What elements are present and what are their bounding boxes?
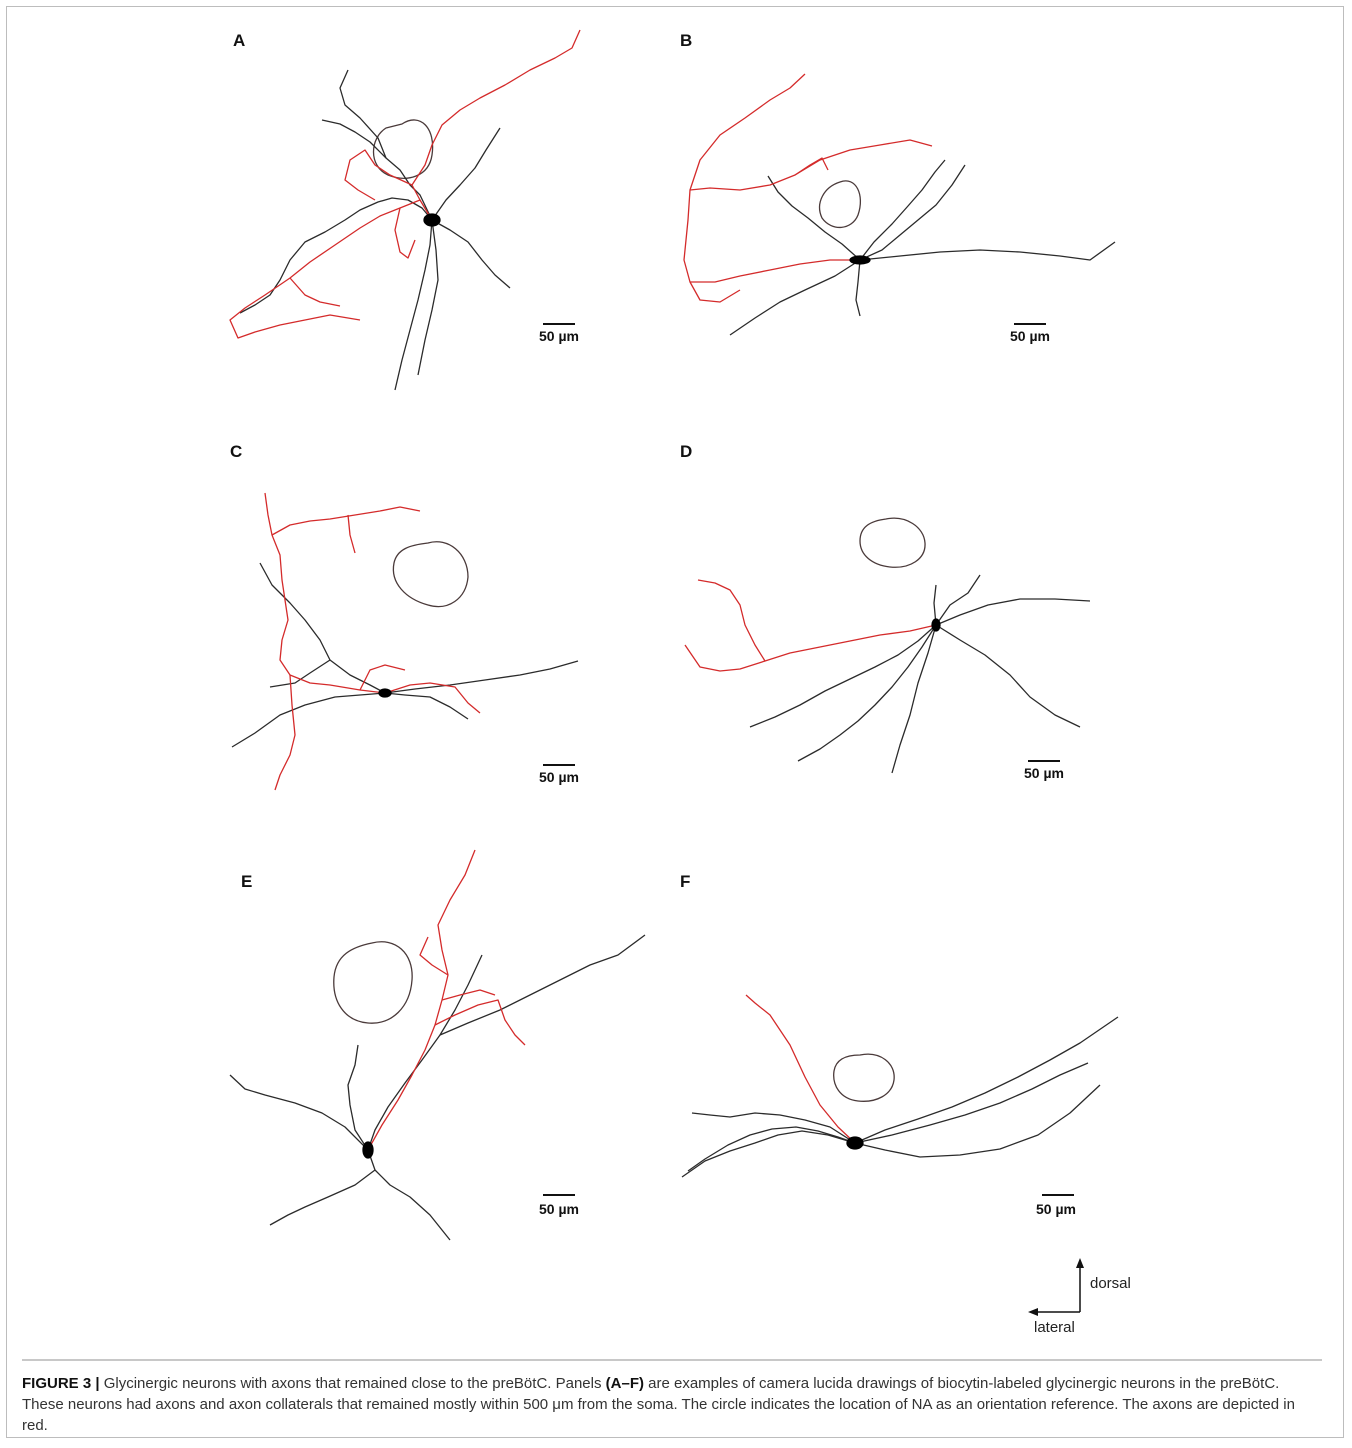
dendrite [270,1170,375,1225]
dendrite [368,1150,450,1240]
dendrite [440,935,645,1035]
dendrite [385,693,468,719]
na-circle [820,181,861,228]
dendrite [730,260,860,335]
panel-d: D 50 µm [660,435,1180,835]
na-circle [393,542,468,607]
axon [230,200,420,338]
orientation-compass: dorsal lateral [1022,1258,1152,1338]
axon [690,282,740,302]
axon [412,30,580,220]
axon [685,645,765,671]
na-circle [334,942,412,1023]
scale-label: 50 µm [1024,765,1064,781]
dendrite [892,625,936,773]
axon [684,74,860,282]
scale-label: 50 µm [1036,1201,1076,1217]
neuron-drawing-c [210,435,730,835]
neuron-drawing-e [210,845,730,1245]
neuron-drawing-d [660,435,1180,835]
axon [348,515,355,553]
dendrite [682,1131,855,1177]
lateral-label: lateral [1034,1319,1075,1336]
dendrite [230,1075,368,1150]
dendrite [860,160,945,260]
na-circle [834,1054,894,1101]
dendrite [232,693,385,747]
scale-bar [1014,323,1046,325]
scale-label: 50 µm [539,769,579,785]
dendrite [856,260,860,316]
axon [272,507,420,535]
arrow-up-icon [1076,1258,1084,1268]
dendrite [418,220,438,375]
panels-reference: (A–F) [606,1375,644,1392]
scale-bar [543,764,575,766]
scale-label: 50 µm [539,1201,579,1217]
axon [368,850,475,1150]
soma [379,689,391,697]
neuron-drawing-b [660,20,1180,420]
dendrite [855,1063,1088,1143]
figure-label: FIGURE 3 | [22,1375,100,1392]
scale-label: 50 µm [1010,328,1050,344]
soma [847,1137,863,1149]
caption-text: Glycinergic neurons with axons that rema… [100,1375,606,1392]
dendrite [936,575,980,625]
axon [275,675,295,790]
soma [850,256,870,264]
scale-label: 50 µm [539,328,579,344]
soma [932,619,940,631]
axon [290,278,340,306]
panel-f: F 50 µm [660,845,1180,1245]
dendrite [385,661,578,693]
dendrite [860,242,1115,260]
panel-c: C 50 µm [210,435,730,835]
scale-bar [1042,1194,1074,1196]
scale-bar [543,323,575,325]
dendrite [432,128,500,220]
dorsal-label: dorsal [1090,1275,1131,1292]
dendrite [340,70,386,158]
axon [395,208,415,258]
axon [795,158,828,175]
dendrite [750,625,936,727]
soma [363,1142,373,1158]
arrow-left-icon [1028,1308,1038,1316]
dendrite [348,1045,368,1150]
axon [435,1000,525,1045]
soma [424,214,440,226]
scale-bar [1028,760,1060,762]
panel-e: E 50 µm [210,845,730,1245]
dendrite [688,1127,855,1171]
axon [345,150,412,200]
dendrite [860,165,965,260]
axon [698,580,936,661]
axon [360,665,405,690]
dendrite [936,599,1090,625]
dendrite [768,176,860,260]
dendrite [936,625,1080,727]
dendrite [270,660,330,687]
figure-caption: FIGURE 3 | Glycinergic neurons with axon… [22,1359,1322,1436]
dendrite [432,220,510,288]
dendrite [240,198,432,313]
panel-a: A 50 µm [210,20,730,420]
dendrite [260,563,385,693]
na-circle [860,518,925,567]
axon [746,995,855,1143]
neuron-drawing-a [210,20,730,420]
neuron-drawing-f [660,845,1180,1245]
scale-bar [543,1194,575,1196]
panel-b: B 50 µm [660,20,1180,420]
axon [442,990,495,1000]
